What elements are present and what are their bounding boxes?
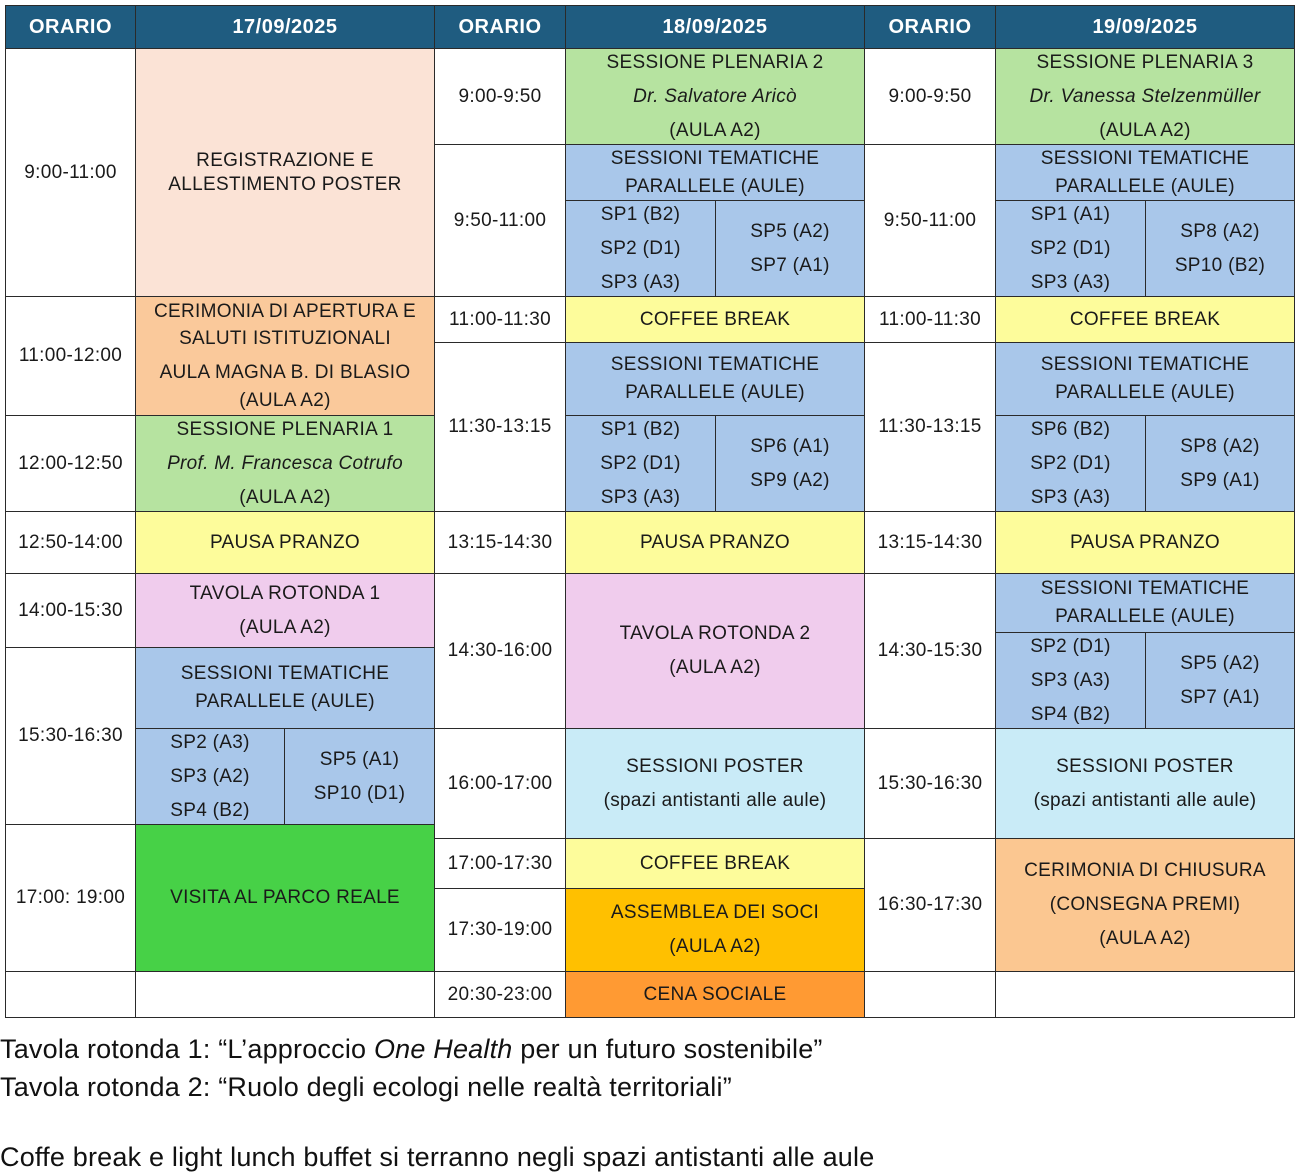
day1-visita-parco-reale: VISITA AL PARCO REALE: [135, 824, 435, 972]
day3-sessioni-tematiche-morning: SESSIONI TEMATICHE PARALLELE (AULE): [995, 144, 1295, 201]
day1-time-cell: 12:50-14:00: [5, 511, 136, 574]
day3-time-cell: 16:30-17:30: [864, 838, 996, 972]
day1-sessione-plenaria-1: SESSIONE PLENARIA 1 Prof. M. Francesca C…: [135, 415, 435, 512]
day2-time-cell: 16:00-17:00: [434, 728, 566, 839]
day2-cena-sociale: CENA SOCIALE: [565, 971, 865, 1018]
day2-time-cell: 11:00-11:30: [434, 296, 566, 343]
day3-sessioni-tematiche-midday: SESSIONI TEMATICHE PARALLELE (AULE): [995, 342, 1295, 416]
day3-time-cell: 11:00-11:30: [864, 296, 996, 343]
note-coffee-break: Coffe break e light lunch buffet si terr…: [0, 1142, 875, 1172]
day2-sessioni-tematiche-morning: SESSIONI TEMATICHE PARALLELE (AULE): [565, 144, 865, 201]
day2-coffee-break-morning: COFFEE BREAK: [565, 296, 865, 343]
day2-pausa-pranzo: PAUSA PRANZO: [565, 511, 865, 574]
day3-cerimonia-chiusura: CERIMONIA DI CHIUSURA (CONSEGNA PREMI) (…: [995, 838, 1295, 972]
day3-sessione-plenaria-3: SESSIONE PLENARIA 3 Dr. Vanessa Stelzenm…: [995, 48, 1295, 145]
day3-empty-time-cell: [864, 971, 996, 1018]
day2-assemblea-soci: ASSEMBLEA DEI SOCI (AULA A2): [565, 888, 865, 972]
day3-pausa-pranzo: PAUSA PRANZO: [995, 511, 1295, 574]
day2-sp-midday-left: SP1 (B2) SP2 (D1) SP3 (A3): [565, 415, 716, 512]
day1-time-cell: 11:00-12:00: [5, 296, 136, 416]
day3-time-cell: 13:15-14:30: [864, 511, 996, 574]
day3-sp-afternoon-left: SP2 (D1) SP3 (A3) SP4 (B2): [995, 632, 1146, 729]
header-orario-day2: ORARIO: [434, 5, 566, 49]
day3-sessioni-tematiche-afternoon: SESSIONI TEMATICHE PARALLELE (AULE): [995, 573, 1295, 633]
note-tavola-rotonda-1: Tavola rotonda 1: “L’approccio One Healt…: [0, 1034, 823, 1064]
day1-pausa-pranzo: PAUSA PRANZO: [135, 511, 435, 574]
day2-sessioni-poster: SESSIONI POSTER (spazi antistanti alle a…: [565, 728, 865, 839]
day2-time-cell: 20:30-23:00: [434, 971, 566, 1018]
day2-time-cell: 14:30-16:00: [434, 573, 566, 729]
day3-sessioni-poster: SESSIONI POSTER (spazi antistanti alle a…: [995, 728, 1295, 839]
day2-tavola-rotonda-2: TAVOLA ROTONDA 2 (AULA A2): [565, 573, 865, 729]
day2-sp-midday-right: SP6 (A1) SP9 (A2): [715, 415, 865, 512]
day1-time-cell: 14:00-15:30: [5, 573, 136, 648]
header-orario-day3: ORARIO: [864, 5, 996, 49]
day1-time-cell: 15:30-16:30: [5, 647, 136, 825]
day3-time-cell: 9:00-9:50: [864, 48, 996, 145]
day2-time-cell: 13:15-14:30: [434, 511, 566, 574]
day1-sp-left: SP2 (A3) SP3 (A2) SP4 (B2): [135, 728, 285, 825]
day1-empty-cell: [135, 971, 435, 1018]
day2-time-cell: 17:00-17:30: [434, 838, 566, 889]
day2-sessione-plenaria-2: SESSIONE PLENARIA 2 Dr. Salvatore Aricò …: [565, 48, 865, 145]
day3-time-cell: 11:30-13:15: [864, 342, 996, 512]
day3-empty-cell: [995, 971, 1295, 1018]
day2-sp-morning-right: SP5 (A2) SP7 (A1): [715, 200, 865, 297]
header-date-day2: 18/09/2025: [565, 5, 865, 49]
day1-cerimonia-apertura: CERIMONIA DI APERTURA E SALUTI ISTITUZIO…: [135, 296, 435, 416]
note-tavola-rotonda-2: Tavola rotonda 2: “Ruolo degli ecologi n…: [0, 1072, 732, 1102]
day1-registrazione: REGISTRAZIONE E ALLESTIMENTO POSTER: [135, 48, 435, 297]
day2-coffee-break-afternoon: COFFEE BREAK: [565, 838, 865, 889]
day1-time-cell: 17:00: 19:00: [5, 824, 136, 972]
day2-time-cell: 11:30-13:15: [434, 342, 566, 512]
day3-time-cell: 14:30-15:30: [864, 573, 996, 729]
day3-time-cell: 15:30-16:30: [864, 728, 996, 839]
day1-sp-right: SP5 (A1) SP10 (D1): [284, 728, 435, 825]
day1-time-cell: 12:00-12:50: [5, 415, 136, 512]
day3-sp-midday-left: SP6 (B2) SP2 (D1) SP3 (A3): [995, 415, 1146, 512]
day3-sp-midday-right: SP8 (A2) SP9 (A1): [1145, 415, 1295, 512]
day1-time-cell: 9:00-11:00: [5, 48, 136, 297]
header-date-day1: 17/09/2025: [135, 5, 435, 49]
header-date-day3: 19/09/2025: [995, 5, 1295, 49]
day2-time-cell: 17:30-19:00: [434, 888, 566, 972]
day2-sessioni-tematiche-midday: SESSIONI TEMATICHE PARALLELE (AULE): [565, 342, 865, 416]
day2-sp-morning-left: SP1 (B2) SP2 (D1) SP3 (A3): [565, 200, 716, 297]
day1-empty-time-cell: [5, 971, 136, 1018]
day1-tavola-rotonda-1: TAVOLA ROTONDA 1 (AULA A2): [135, 573, 435, 648]
header-orario-day1: ORARIO: [5, 5, 136, 49]
day3-sp-morning-right: SP8 (A2) SP10 (B2): [1145, 200, 1295, 297]
day3-sp-morning-left: SP1 (A1) SP2 (D1) SP3 (A3): [995, 200, 1146, 297]
day3-coffee-break: COFFEE BREAK: [995, 296, 1295, 343]
day1-sessioni-tematiche: SESSIONI TEMATICHE PARALLELE (AULE): [135, 647, 435, 729]
day3-time-cell: 9:50-11:00: [864, 144, 996, 297]
day2-time-cell: 9:00-9:50: [434, 48, 566, 145]
day3-sp-afternoon-right: SP5 (A2) SP7 (A1): [1145, 632, 1295, 729]
day2-time-cell: 9:50-11:00: [434, 144, 566, 297]
